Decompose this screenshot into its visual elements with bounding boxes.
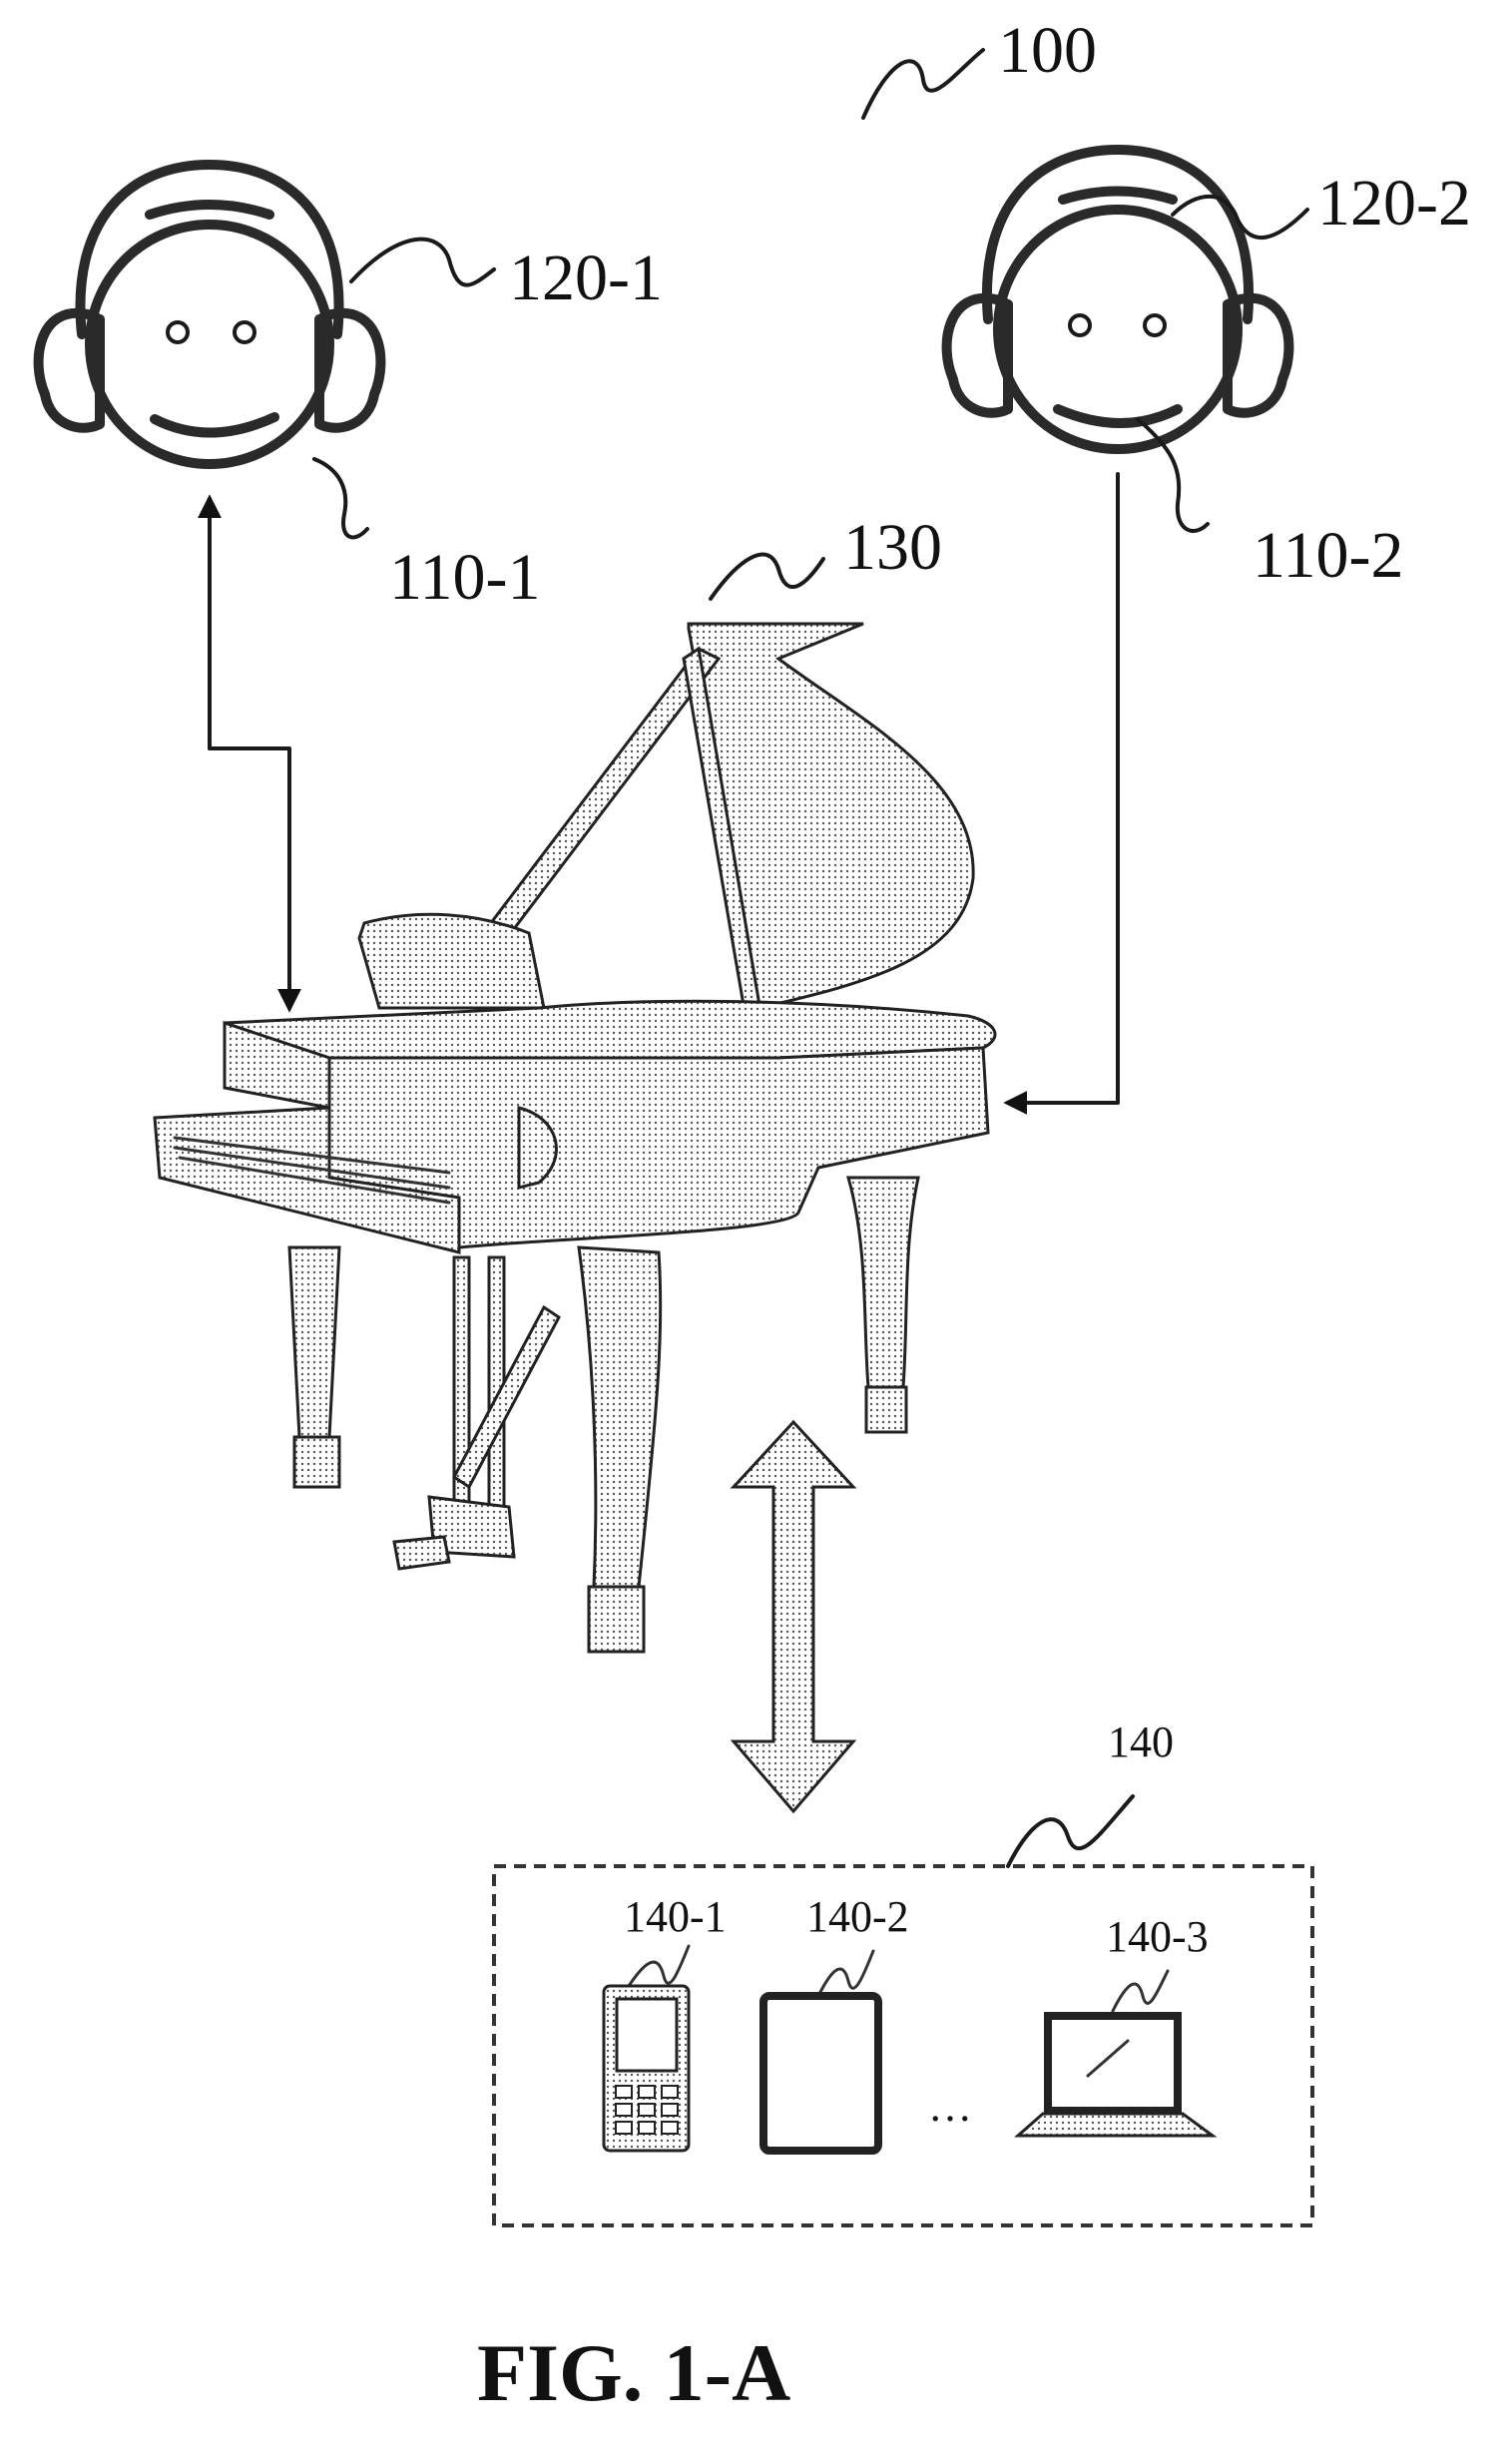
headphone-1-label: 120-1 [351,240,663,314]
svg-text:100: 100 [998,14,1097,87]
headphone-2-label: 120-2 [1173,167,1471,240]
headphone-1-icon [39,165,381,428]
svg-text:120-2: 120-2 [1317,167,1471,240]
piano-label: 130 [711,511,942,599]
svg-text:140-2: 140-2 [806,1892,909,1941]
user-1-label: 110-1 [314,459,541,614]
laptop-icon [1018,2016,1213,2136]
tablet-icon [763,1996,878,2151]
connection-user-2-piano [1008,474,1118,1103]
ellipsis: … [928,2082,972,2131]
system-label: 100 [863,14,1097,118]
user-1-head [90,225,329,464]
terminal-2-label: 140-2 [806,1892,909,1996]
mobile-phone-icon [604,1986,689,2151]
svg-text:120-1: 120-1 [509,242,663,314]
svg-text:140-3: 140-3 [1106,1912,1209,1961]
svg-text:110-1: 110-1 [389,541,541,614]
terminal-group-label: 140 [1008,1717,1174,1866]
user-2-head [998,210,1238,449]
figure-caption: FIG. 1-A [477,2327,790,2418]
user-2-label: 110-2 [1138,419,1404,592]
terminal-1-label: 140-1 [624,1892,727,1986]
headphone-2-icon [947,150,1289,413]
svg-text:140-1: 140-1 [624,1892,727,1941]
connection-user-1-piano [210,499,289,1008]
svg-text:140: 140 [1108,1717,1174,1766]
svg-text:130: 130 [843,511,942,584]
svg-text:110-2: 110-2 [1253,519,1404,592]
terminal-3-label: 140-3 [1106,1912,1209,2011]
piano-icon [155,624,995,1652]
bidirectional-arrow [734,1422,853,1811]
